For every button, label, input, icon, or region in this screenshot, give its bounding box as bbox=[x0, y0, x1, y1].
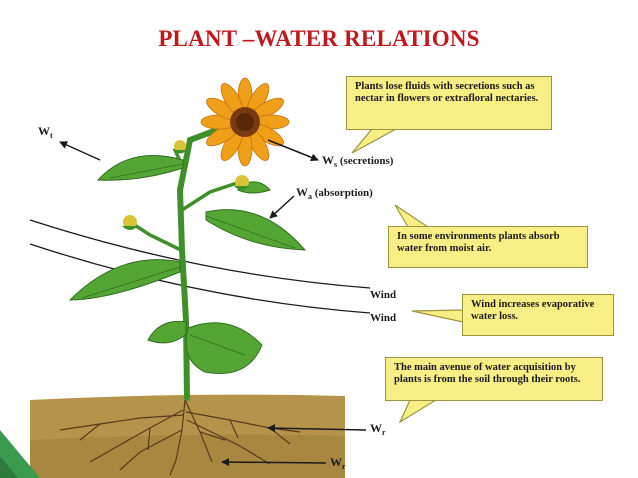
label-ws-sub: s bbox=[334, 160, 338, 170]
leaf-veins bbox=[81, 163, 296, 356]
callout-secretions: Plants lose fluids with secretions such … bbox=[346, 76, 552, 130]
label-wr2-sub: r bbox=[342, 462, 346, 472]
arrow-wr1 bbox=[267, 424, 367, 433]
label-wind-2: Wind bbox=[370, 312, 397, 324]
label-ws: Ws (secretions) bbox=[322, 153, 393, 169]
callout-wind: Wind increases evaporative water loss. bbox=[462, 294, 614, 336]
arrows bbox=[59, 139, 367, 467]
label-wa: Wa (absorption) bbox=[296, 185, 373, 201]
label-wr-1: Wr bbox=[370, 421, 386, 437]
label-ws-text: (secretions) bbox=[337, 155, 394, 167]
label-ws-base: W bbox=[322, 153, 334, 167]
diagram-title: PLANT –WATER RELATIONS bbox=[158, 26, 480, 51]
callout-absorption: In some environments plants absorb water… bbox=[388, 226, 588, 268]
soil-shade bbox=[30, 434, 345, 478]
callout-pointers bbox=[351, 128, 464, 424]
slide-corner-decoration-2 bbox=[0, 430, 40, 478]
arrow-wa bbox=[269, 195, 295, 219]
leaf-bottom-left bbox=[147, 320, 187, 344]
arrow-wt bbox=[59, 141, 101, 161]
label-wr2-base: W bbox=[330, 455, 342, 469]
label-wa-text: (absorption) bbox=[312, 187, 373, 199]
roots bbox=[59, 399, 301, 476]
label-wa-sub: a bbox=[308, 192, 312, 202]
label-wa-base: W bbox=[296, 185, 308, 199]
arrow-ws bbox=[267, 139, 319, 162]
sunflower bbox=[200, 77, 290, 167]
label-wr1-base: W bbox=[370, 421, 382, 435]
wind-lines bbox=[29, 219, 371, 314]
leaf-mid-left bbox=[68, 259, 181, 301]
plant-leaves bbox=[68, 155, 307, 374]
label-wt: Wt bbox=[38, 124, 53, 140]
label-wind-1: Wind bbox=[370, 289, 397, 301]
leaf-top-left bbox=[96, 155, 184, 181]
label-wt-sub: t bbox=[50, 131, 53, 141]
callout-roots: The main avenue of water acquisition by … bbox=[385, 357, 603, 401]
flower-buds bbox=[122, 140, 250, 230]
label-wr1-sub: r bbox=[382, 428, 386, 438]
arrow-wr2 bbox=[221, 458, 327, 467]
label-wt-base: W bbox=[38, 124, 50, 138]
label-wr-2: Wr bbox=[330, 455, 346, 471]
leaf-mid-right bbox=[205, 209, 307, 251]
leaf-bottom-right bbox=[185, 322, 263, 374]
